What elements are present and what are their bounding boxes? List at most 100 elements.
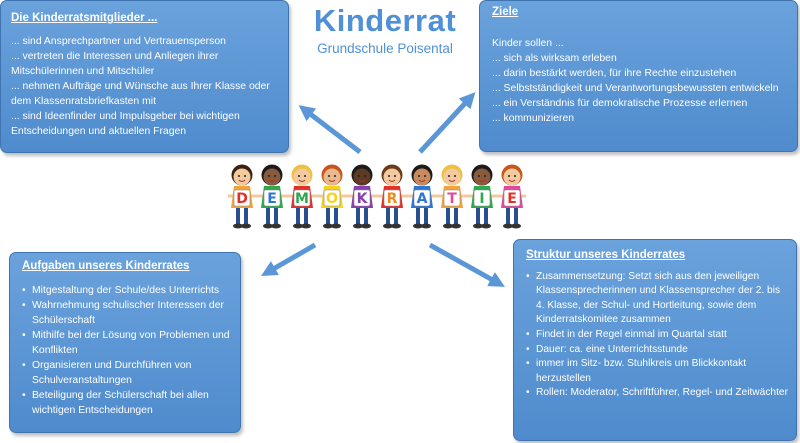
kid-face [413, 168, 431, 186]
kid-eye [334, 175, 336, 177]
letter-card [473, 189, 491, 207]
banner-letter: I [479, 191, 484, 207]
kid-shoe [361, 223, 371, 229]
struktur-box: Struktur unseres Kinderrates Zusammenset… [513, 239, 797, 441]
kid-mouth [478, 179, 486, 182]
list-item: ... darin bestärkt werden, für ihre Rech… [492, 68, 737, 79]
kid-eye [448, 175, 450, 177]
kid-shoe [473, 223, 483, 229]
kid-eye [478, 175, 480, 177]
kid-mouth [328, 179, 336, 182]
aufgaben-list: Mitgestaltung der Schule/des Unterrichts… [22, 283, 230, 418]
kid-leg [274, 206, 278, 224]
kid-leg [446, 206, 450, 224]
list-item: Mithilfe bei der Lösung von Problemen un… [22, 328, 230, 358]
kid-eye [358, 175, 360, 177]
kid-shoe [271, 223, 281, 229]
kid-shoe [413, 223, 423, 229]
kid-shoe [481, 223, 491, 229]
kid-leg [476, 206, 480, 224]
mitglieder-box: Die Kinderratsmitglieder ... ... sind An… [0, 0, 289, 153]
kid-face [233, 168, 251, 186]
kid-shoe [511, 223, 521, 229]
kid-leg [236, 206, 240, 224]
banner-letter: E [267, 191, 277, 207]
kid-face [443, 168, 461, 186]
kid-mouth [298, 179, 306, 182]
struktur-list: Zusammensetzung: Setzt sich aus den jewe… [526, 270, 788, 401]
kid-shoe [391, 223, 401, 229]
arrow-to-ziele [418, 92, 476, 154]
letter-card [383, 189, 401, 207]
kid-mouth [268, 179, 276, 182]
list-item: immer im Sitz- bzw. Stuhlkreis um Blickk… [526, 357, 788, 386]
banner-letter: T [447, 191, 457, 207]
arrow-to-aufgaben [261, 242, 317, 276]
mitglieder-list: ... sind Ansprechpartner und Vertrauensp… [11, 34, 276, 139]
ziele-heading: Ziele [492, 6, 519, 18]
arrow-to-struktur [428, 242, 505, 287]
kid-shoe [263, 223, 273, 229]
letter-card [503, 189, 521, 207]
kid-leg [304, 206, 308, 224]
list-item: ... vertreten die Interessen und Anliege… [11, 51, 219, 77]
list-item: Organisieren und Durchführen von Schulve… [22, 358, 230, 388]
aufgaben-heading: Aufgaben unseres Kinderrates [22, 260, 190, 272]
banner-letter: O [326, 191, 338, 207]
list-item: ... Selbstständigkeit und Verantwortungs… [492, 83, 779, 94]
kid-mouth [508, 179, 516, 182]
kid-leg [424, 206, 428, 224]
kid-leg [416, 206, 420, 224]
letter-card [443, 189, 461, 207]
kid-shoe [421, 223, 431, 229]
kid-leg [266, 206, 270, 224]
page-title: Kinderrat [313, 3, 457, 38]
kid-leg [514, 206, 518, 224]
kid-eye [238, 175, 240, 177]
kid-eye [484, 175, 486, 177]
banner-letter: A [417, 191, 428, 207]
list-item: Findet in der Regel einmal im Quartal st… [526, 328, 788, 343]
list-item: ... ein Verständnis für demokratische Pr… [492, 98, 748, 109]
banner-letter: K [357, 191, 369, 207]
kid-eye [424, 175, 426, 177]
kid-mouth [238, 179, 246, 182]
list-item: Mitgestaltung der Schule/des Unterrichts [22, 283, 230, 298]
kid-shoe [383, 223, 393, 229]
kid-eye [364, 175, 366, 177]
kid-eye [274, 175, 276, 177]
kid-face [383, 168, 401, 186]
list-item: Rollen: Moderator, Schriftführer, Regel-… [526, 386, 788, 401]
kid-mouth [418, 179, 426, 182]
list-item: Wahrnehmung schulischer Interessen der S… [22, 298, 230, 328]
kid-eye [298, 175, 300, 177]
kid-leg [356, 206, 360, 224]
kid-mouth [358, 179, 366, 182]
kid-shoe [293, 223, 303, 229]
banner-letter: M [295, 191, 309, 207]
ziele-list: ... sich als wirksam erleben ... darin b… [492, 51, 785, 126]
kid-leg [454, 206, 458, 224]
kid-leg [484, 206, 488, 224]
list-item: ... sind Ideenfinder und Impulsgeber bei… [11, 111, 240, 137]
kid-leg [386, 206, 390, 224]
kid-shoe [233, 223, 243, 229]
list-item: ... sind Ansprechpartner und Vertrauensp… [11, 36, 226, 47]
kid-face [323, 168, 341, 186]
list-item: ... sich als wirksam erleben [492, 53, 617, 64]
kid-leg [334, 206, 338, 224]
banner-letter: D [236, 191, 248, 207]
list-item: Beteiligung der Schülerschaft bei allen … [22, 388, 230, 418]
kid-leg [244, 206, 248, 224]
kid-leg [506, 206, 510, 224]
list-item: Zusammensetzung: Setzt sich aus den jewe… [526, 270, 788, 328]
kid-eye [418, 175, 420, 177]
kid-shoe [353, 223, 363, 229]
list-item: ... nehmen Aufträge und Wünsche aus Ihre… [11, 81, 270, 107]
kid-eye [394, 175, 396, 177]
letter-card [293, 189, 311, 207]
kid-shoe [451, 223, 461, 229]
kid-shoe [301, 223, 311, 229]
